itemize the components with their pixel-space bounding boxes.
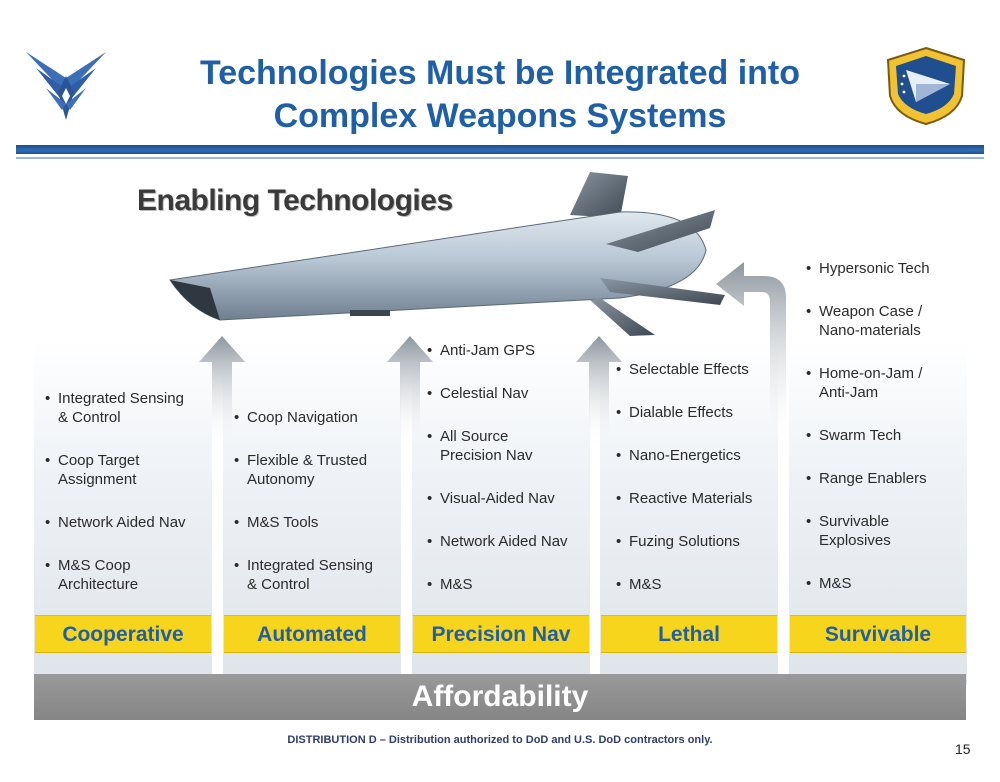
- list-item: Weapon Case /Nano-materials: [805, 302, 985, 340]
- list-item: Selectable Effects: [615, 360, 790, 379]
- list-item: Reactive Materials: [615, 489, 790, 508]
- lethal-tech-list: Selectable Effects Dialable Effects Nano…: [615, 360, 790, 618]
- arrow-up-icon: [387, 336, 433, 448]
- list-item: Network Aided Nav: [44, 513, 214, 532]
- precision-nav-tech-list: Anti-Jam GPS Celestial Nav All SourcePre…: [426, 341, 596, 618]
- list-item: M&S: [805, 574, 985, 593]
- list-item: Swarm Tech: [805, 426, 985, 445]
- title-line-2: Complex Weapons Systems: [273, 97, 727, 135]
- category-label-precision-nav: Precision Nav: [413, 615, 589, 653]
- list-item: M&S Tools: [233, 513, 403, 532]
- list-item: M&S: [615, 575, 790, 594]
- arrow-up-icon: [576, 336, 622, 448]
- list-item: Nano-Energetics: [615, 446, 790, 465]
- distribution-statement: DISTRIBUTION D – Distribution authorized…: [287, 734, 713, 746]
- curved-arrow-icon: [716, 262, 786, 448]
- air-force-wings-logo-icon: [26, 52, 106, 120]
- title-rule: [16, 145, 984, 154]
- survivable-tech-list: Hypersonic Tech Weapon Case /Nano-materi…: [805, 259, 985, 617]
- cooperative-tech-list: Integrated Sensing& Control Coop TargetA…: [44, 389, 214, 618]
- list-item: Anti-Jam GPS: [426, 341, 596, 360]
- enabling-technologies-heading: Enabling Technologies: [137, 184, 453, 217]
- list-item: Range Enablers: [805, 469, 985, 488]
- research-laboratory-shield-icon: [886, 46, 966, 126]
- slide-title: Technologies Must be Integrated into Com…: [120, 52, 880, 138]
- list-item: Home-on-Jam /Anti-Jam: [805, 364, 985, 402]
- list-item: M&S: [426, 575, 596, 594]
- arrow-up-icon: [199, 336, 245, 448]
- category-label-automated: Automated: [224, 615, 400, 653]
- list-item: Dialable Effects: [615, 403, 790, 422]
- title-rule-thin: [16, 157, 984, 159]
- page-number: 15: [955, 741, 971, 757]
- category-label-survivable: Survivable: [790, 615, 966, 653]
- list-item: Integrated Sensing& Control: [44, 389, 214, 427]
- hypersonic-missile-illustration: [169, 172, 725, 336]
- list-item: Visual-Aided Nav: [426, 489, 596, 508]
- automated-tech-list: Coop Navigation Flexible & TrustedAutono…: [233, 408, 403, 618]
- title-line-1: Technologies Must be Integrated into: [199, 54, 801, 92]
- list-item: Celestial Nav: [426, 384, 596, 403]
- category-label-lethal: Lethal: [601, 615, 777, 653]
- list-item: Hypersonic Tech: [805, 259, 985, 278]
- list-item: Integrated Sensing& Control: [233, 556, 403, 594]
- category-label-cooperative: Cooperative: [35, 615, 211, 653]
- list-item: Coop Navigation: [233, 408, 403, 427]
- affordability-bar: Affordability: [34, 674, 966, 720]
- list-item: Fuzing Solutions: [615, 532, 790, 551]
- list-item: Network Aided Nav: [426, 532, 596, 551]
